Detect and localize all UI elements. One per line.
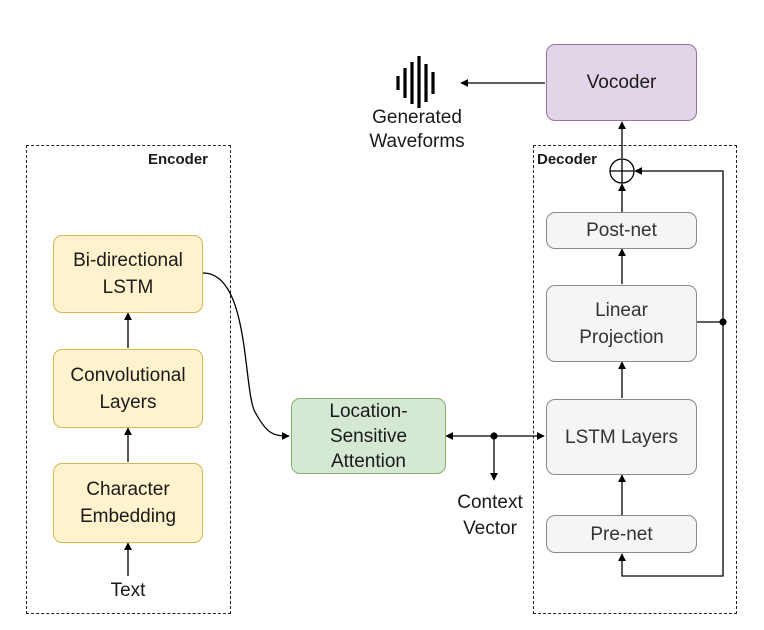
bilstm-node: Bi-directional LSTM xyxy=(53,235,203,313)
linear-projection-node: Linear Projection xyxy=(546,285,697,362)
context-junction-dot xyxy=(490,432,498,440)
attention-node: Location- Sensitive Attention xyxy=(291,398,446,474)
char-embedding-node: Character Embedding xyxy=(53,463,203,543)
arrow-feedback-to-prenet xyxy=(618,322,724,577)
encoder-label: Encoder xyxy=(148,151,209,168)
arrow-residual-to-sum xyxy=(634,167,724,323)
waveform-icon xyxy=(396,56,435,108)
sum-node-icon xyxy=(609,158,635,184)
prenet-node: Pre-net xyxy=(546,515,697,553)
text-input-label: Text xyxy=(110,580,146,601)
decoder-group xyxy=(533,145,737,614)
decoder-label: Decoder xyxy=(537,151,598,168)
lstm-layers-node: LSTM Layers xyxy=(546,399,697,475)
encoder-group xyxy=(26,145,231,614)
postnet-node: Post-net xyxy=(546,212,697,249)
feedback-junction-dot xyxy=(719,318,727,326)
conv-layers-node: Convolutional Layers xyxy=(53,349,203,428)
generated-waveforms-label: Generated Waveforms xyxy=(369,107,465,152)
arrow-bilstm-to-attention xyxy=(202,272,290,440)
vocoder-node: Vocoder xyxy=(546,44,697,121)
context-vector-label: Context Vector xyxy=(457,492,523,539)
